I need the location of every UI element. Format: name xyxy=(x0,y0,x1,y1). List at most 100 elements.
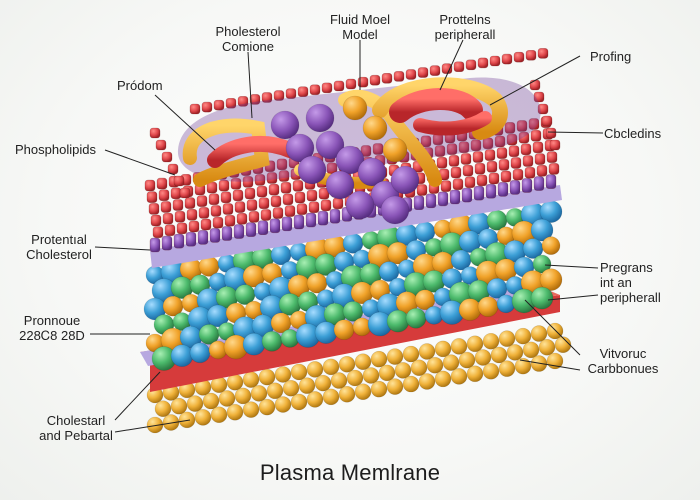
phospholipid-head-block xyxy=(189,103,201,115)
phospholipid-head-block xyxy=(161,151,173,163)
phospholipid-head-block xyxy=(501,53,513,65)
phospholipid-head-block xyxy=(464,176,476,189)
lipid-bead xyxy=(226,403,244,421)
protein-bead xyxy=(530,218,554,242)
phospholipid-head-block xyxy=(420,135,432,148)
protein-bead xyxy=(305,103,335,133)
phospholipid-head-block xyxy=(309,84,321,96)
phospholipid-head-block xyxy=(460,153,472,165)
phospholipid-head-block xyxy=(170,187,182,200)
phospholipid-head-block xyxy=(224,214,236,227)
phospholipid-head-block xyxy=(260,209,272,221)
phospholipid-head-block xyxy=(268,183,280,196)
protein-bead xyxy=(285,133,315,163)
phospholipid-head-block xyxy=(297,86,309,98)
phospholipid-head-block xyxy=(273,90,285,101)
lipid-tail-block xyxy=(533,176,545,191)
lipid-bead xyxy=(530,325,548,342)
phospholipid-head-block xyxy=(176,222,188,235)
phospholipid-head-block xyxy=(462,164,474,177)
lipid-bead xyxy=(346,369,364,387)
phospholipid-head-block xyxy=(254,174,266,186)
label-phospholipids: Phospholipids xyxy=(15,142,96,157)
phospholipid-head-block xyxy=(516,120,528,132)
phospholipid-head-block xyxy=(453,61,465,73)
phospholipid-head-block xyxy=(320,199,332,212)
lipid-tail-block xyxy=(221,226,233,241)
lipid-tail-block xyxy=(413,195,425,211)
phospholipid-head-block xyxy=(441,63,453,74)
phospholipid-head-block xyxy=(156,177,168,190)
phospholipid-head-block xyxy=(249,94,261,105)
phospholipid-head-block xyxy=(146,191,158,203)
lipid-bead xyxy=(442,354,460,371)
protein-bead xyxy=(530,286,554,310)
phospholipid-head-block xyxy=(186,208,198,221)
phospholipid-head-block xyxy=(436,156,448,169)
label-profing: Profing xyxy=(590,49,632,64)
lipid-bead xyxy=(490,346,508,364)
label-pregrans: Pregrans int an peripherall xyxy=(600,260,661,305)
protein-bead xyxy=(357,157,387,187)
phospholipid-head-block xyxy=(546,151,558,163)
phospholipid-head-block xyxy=(213,99,225,111)
phospholipid-head-block xyxy=(152,226,164,239)
protein-bead xyxy=(405,307,427,329)
lipid-bead xyxy=(154,400,172,418)
phospholipid-head-block xyxy=(488,172,500,185)
protein-bead xyxy=(458,298,482,321)
phospholipid-head-block xyxy=(184,197,196,209)
protein-bead xyxy=(314,321,338,344)
protein-bead xyxy=(345,190,375,220)
lipid-tail-block xyxy=(425,193,437,209)
lipid-tail-block xyxy=(281,216,293,232)
lipid-bead xyxy=(266,382,284,400)
phospholipid-head-block xyxy=(405,69,417,80)
protein-bead xyxy=(333,319,355,341)
phospholipid-head-block xyxy=(416,184,428,196)
phospholipid-head-block xyxy=(244,187,256,200)
lipid-tail-block xyxy=(209,228,221,243)
phospholipid-head-block xyxy=(498,159,510,171)
phospholipid-head-block xyxy=(537,103,549,115)
lipid-bead xyxy=(458,351,476,369)
lipid-bead xyxy=(466,365,484,383)
lipid-bead xyxy=(498,330,516,347)
phospholipid-head-block xyxy=(266,172,278,184)
label-proteins-peripheral: Prottelns peripherall xyxy=(434,12,496,42)
protein-bead xyxy=(189,342,211,364)
lipid-bead xyxy=(506,344,524,361)
lipid-bead xyxy=(482,362,500,380)
phospholipid-head-block xyxy=(296,203,308,215)
label-vitvoruc: Vitvoruc Carbbonues xyxy=(587,346,659,376)
lipid-bead xyxy=(402,345,420,363)
lipid-bead xyxy=(178,411,196,429)
lipid-tail-block xyxy=(545,174,557,189)
lipid-tail-block xyxy=(437,191,449,207)
lipid-bead xyxy=(450,338,468,355)
lipid-bead xyxy=(322,388,340,406)
phospholipid-head-block xyxy=(472,151,484,163)
lipid-bead xyxy=(514,327,532,345)
phospholipid-head-block xyxy=(208,193,220,206)
phospholipid-head-block xyxy=(504,122,516,134)
phospholipid-head-block xyxy=(292,180,304,192)
protein-bead xyxy=(539,268,563,291)
phospholipid-head-block xyxy=(508,145,520,158)
phospholipid-head-block xyxy=(489,55,501,67)
phospholipid-head-block xyxy=(524,166,536,179)
lipid-bead xyxy=(282,379,300,397)
lipid-bead xyxy=(474,349,492,366)
phospholipid-head-block xyxy=(172,199,184,211)
phospholipid-head-block xyxy=(372,143,384,155)
lipid-tail-block xyxy=(305,212,317,228)
lipid-bead xyxy=(370,380,388,398)
lipid-bead xyxy=(258,368,276,386)
phospholipid-head-block xyxy=(541,115,553,127)
phospholipid-head-block xyxy=(164,224,176,237)
phospholipid-head-block xyxy=(144,179,156,192)
lipid-bead xyxy=(258,398,276,416)
lipid-tail-block xyxy=(497,182,509,197)
lipid-bead xyxy=(162,414,180,431)
phospholipid-head-block xyxy=(448,155,460,167)
